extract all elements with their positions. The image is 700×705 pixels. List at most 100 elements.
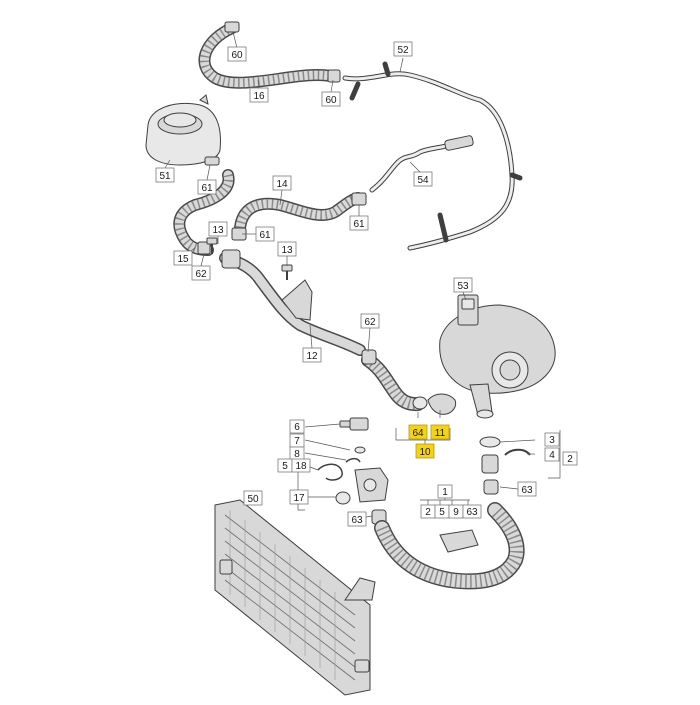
callout-60: 60 xyxy=(227,46,247,62)
callout-1: 1 xyxy=(437,484,453,499)
callout-62: 62 xyxy=(360,313,380,329)
callout-5: 5 xyxy=(277,458,293,473)
svg-text:62: 62 xyxy=(195,269,207,280)
callout-8: 8 xyxy=(289,446,305,461)
svg-text:13: 13 xyxy=(212,225,224,236)
bracket-9 xyxy=(439,529,479,553)
svg-text:11: 11 xyxy=(435,428,446,439)
bolt-13-b xyxy=(281,264,293,280)
svg-text:50: 50 xyxy=(247,494,259,505)
callout-14: 14 xyxy=(272,175,292,191)
svg-text:6: 6 xyxy=(294,422,300,433)
callout-18: 18 xyxy=(291,458,311,473)
svg-text:64: 64 xyxy=(412,428,424,439)
callout-64: 64 xyxy=(408,424,428,440)
callout-54: 54 xyxy=(413,171,433,187)
svg-text:14: 14 xyxy=(276,179,288,190)
callout-61: 61 xyxy=(197,179,217,195)
leader-lines xyxy=(164,31,561,520)
svg-text:54: 54 xyxy=(417,175,429,186)
clip-4 xyxy=(504,448,531,456)
callout-2: 2 xyxy=(420,504,436,519)
callout-60: 60 xyxy=(321,91,341,107)
callout-10: 10 xyxy=(415,443,435,459)
callout-11: 11 xyxy=(430,424,450,440)
sensor-6 xyxy=(339,417,369,431)
svg-text:51: 51 xyxy=(159,171,171,182)
thermostat-housing-53 xyxy=(439,294,556,419)
svg-text:5: 5 xyxy=(282,461,288,472)
callout-16: 16 xyxy=(249,87,269,103)
callout-5: 5 xyxy=(434,504,450,519)
hose-16 xyxy=(198,22,336,89)
svg-text:52: 52 xyxy=(397,45,409,56)
hose-15 xyxy=(173,169,235,256)
seal-17 xyxy=(335,491,351,505)
callout-63: 63 xyxy=(347,511,367,527)
lower-hose xyxy=(374,502,525,590)
callout-63: 63 xyxy=(462,504,482,519)
svg-text:4: 4 xyxy=(549,450,555,461)
svg-text:12: 12 xyxy=(306,351,318,362)
callout-13: 13 xyxy=(277,241,297,257)
svg-text:9: 9 xyxy=(453,507,459,518)
callout-61: 61 xyxy=(255,226,275,242)
callout-53: 53 xyxy=(453,277,473,293)
callout-51: 51 xyxy=(155,167,175,183)
callout-2: 2 xyxy=(562,451,578,466)
svg-text:63: 63 xyxy=(351,515,363,526)
callout-52: 52 xyxy=(393,41,413,57)
svg-text:62: 62 xyxy=(364,317,376,328)
bolt-13-a xyxy=(206,237,218,254)
svg-text:61: 61 xyxy=(353,219,365,230)
callout-4: 4 xyxy=(544,447,560,462)
clamp-60-top xyxy=(224,21,240,33)
callout-63: 63 xyxy=(517,481,537,497)
clamp-62-right xyxy=(361,349,377,365)
svg-text:1: 1 xyxy=(442,487,448,498)
hose-64 xyxy=(361,353,425,412)
svg-text:60: 60 xyxy=(325,95,337,106)
svg-text:63: 63 xyxy=(521,485,533,496)
elbow-11 xyxy=(427,393,457,415)
radiator-50 xyxy=(214,499,376,696)
svg-text:63: 63 xyxy=(466,507,478,518)
callout-7: 7 xyxy=(289,433,305,448)
svg-text:3: 3 xyxy=(549,435,555,446)
pipe-12 xyxy=(219,249,366,356)
callout-9: 9 xyxy=(448,504,464,519)
connector-flange xyxy=(354,467,389,503)
pipe-54 xyxy=(369,135,474,193)
clamp-60-right xyxy=(327,69,341,83)
svg-text:53: 53 xyxy=(457,281,469,292)
callout-13: 13 xyxy=(208,221,228,237)
svg-text:61: 61 xyxy=(201,183,213,194)
svg-text:10: 10 xyxy=(419,447,431,458)
svg-text:5: 5 xyxy=(439,507,445,518)
hose-14 xyxy=(234,192,364,234)
seal-7 xyxy=(354,446,366,454)
expansion-tank-51 xyxy=(145,94,221,166)
callout-62: 62 xyxy=(191,265,211,281)
svg-text:60: 60 xyxy=(231,50,243,61)
callout-6: 6 xyxy=(289,419,305,434)
callout-12: 12 xyxy=(302,347,322,363)
pipe-52 xyxy=(342,61,523,251)
svg-text:18: 18 xyxy=(295,461,307,472)
callout-labels: 60 16 60 52 51 61 14 54 61 61 13 15 62 1… xyxy=(155,41,578,527)
callout-17: 17 xyxy=(289,489,309,505)
clamp-61-right xyxy=(351,192,367,206)
callout-3: 3 xyxy=(544,432,560,447)
callout-61: 61 xyxy=(349,215,369,231)
clip-8 xyxy=(345,457,361,463)
svg-text:17: 17 xyxy=(293,493,305,504)
callout-50: 50 xyxy=(243,490,263,506)
svg-text:16: 16 xyxy=(253,91,265,102)
svg-text:2: 2 xyxy=(425,507,431,518)
clip-18 xyxy=(317,463,343,481)
callout-15: 15 xyxy=(173,250,193,266)
svg-text:8: 8 xyxy=(294,449,300,460)
svg-text:7: 7 xyxy=(294,436,300,447)
